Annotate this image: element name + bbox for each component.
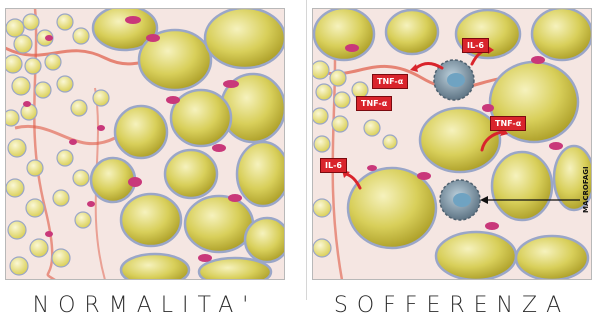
label-tnf-upper-left: TNF-α: [372, 74, 408, 89]
normal-tissue-svg: [5, 8, 285, 280]
caption-suffering: SOFFERENZA: [312, 293, 592, 318]
label-il6-top: IL-6: [462, 38, 489, 53]
label-tnf-mid-right: TNF-α: [490, 116, 526, 131]
inflamed-tissue-svg: [312, 8, 592, 280]
panel-divider: [306, 0, 307, 300]
normal-tissue-illustration: [5, 8, 285, 280]
label-il6-left: IL-6: [320, 158, 347, 173]
caption-normal: NORMALITA': [5, 293, 285, 318]
inflamed-tissue-illustration: IL-6 TNF-α TNF-α TNF-α IL-6: [312, 8, 592, 280]
macrophage-lower: [440, 180, 480, 220]
label-tnf-mid-left: TNF-α: [356, 96, 392, 111]
macrofagi-label: MACROFAGI: [582, 130, 602, 250]
